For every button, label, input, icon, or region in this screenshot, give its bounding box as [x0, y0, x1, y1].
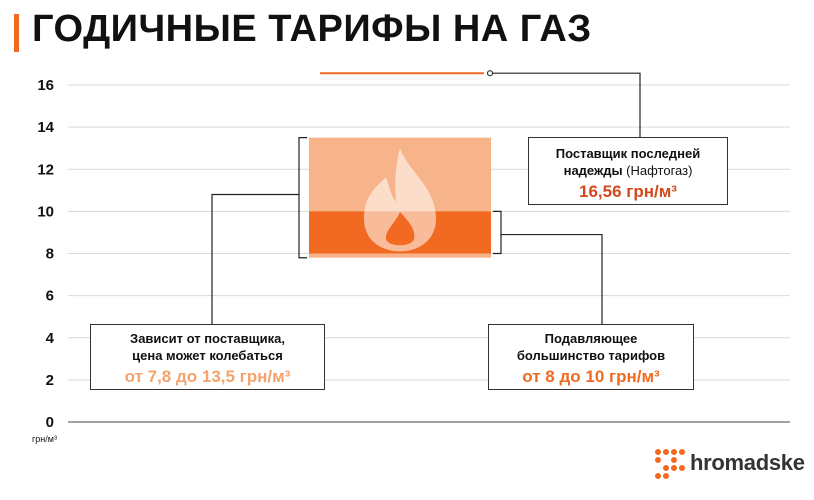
bracket-majority-range: [493, 210, 502, 255]
callout-top-line2-rest: (Нафтогаз): [622, 163, 693, 178]
y-tick-label-12: 12: [37, 161, 54, 178]
callout-left-value: от 7,8 до 13,5 грн/м³: [124, 367, 291, 386]
y-tick-label-10: 10: [37, 203, 54, 220]
callout-right-line2: большинство тарифов: [516, 348, 666, 363]
callout-supplier-dependent: Зависит от поставщика, цена может колеба…: [90, 324, 325, 390]
callout-right-line1: Подавляющее: [544, 331, 638, 346]
y-tick-label-0: 0: [46, 414, 54, 431]
callout-top-line2-bold: надежды: [563, 163, 623, 178]
y-tick-label-14: 14: [37, 119, 54, 136]
callout-top-line1: Поставщик последней: [555, 146, 701, 161]
callout-right-value: от 8 до 10 грн/м³: [522, 367, 660, 386]
callout-last-resort-supplier: Поставщик последней надежды (Нафтогаз) 1…: [528, 137, 728, 205]
chart-title: ГОДИЧНЫЕ ТАРИФЫ НА ГАЗ: [32, 8, 592, 50]
y-tick-label-2: 2: [46, 372, 54, 389]
callout-majority-tariffs: Подавляющее большинство тарифов от 8 до …: [488, 324, 694, 390]
hromadske-logo: hromadske: [652, 446, 805, 486]
flame-shape: [364, 148, 436, 252]
dot-grid-logo-icon: [655, 449, 685, 479]
callout-top-value: 16,56 грн/м³: [579, 182, 677, 201]
connector-top-callout: [493, 72, 641, 137]
reference-line-end-marker: [486, 70, 494, 77]
connector-right-callout: [501, 233, 603, 324]
bracket-full-range: [298, 137, 307, 259]
callout-left-line2: цена может колебаться: [132, 348, 283, 363]
y-axis-unit: грн/м³: [32, 434, 57, 444]
y-tick-label-6: 6: [46, 288, 54, 305]
y-tick-label-16: 16: [37, 77, 54, 94]
logo-wordmark: hromadske: [690, 450, 805, 475]
connector-left-callout: [211, 193, 299, 324]
y-tick-label-4: 4: [46, 330, 55, 347]
y-tick-label-8: 8: [46, 246, 54, 263]
callout-left-line1: Зависит от поставщика,: [130, 331, 285, 346]
flame-icon: [364, 148, 436, 252]
title-accent-bar: [14, 14, 19, 52]
